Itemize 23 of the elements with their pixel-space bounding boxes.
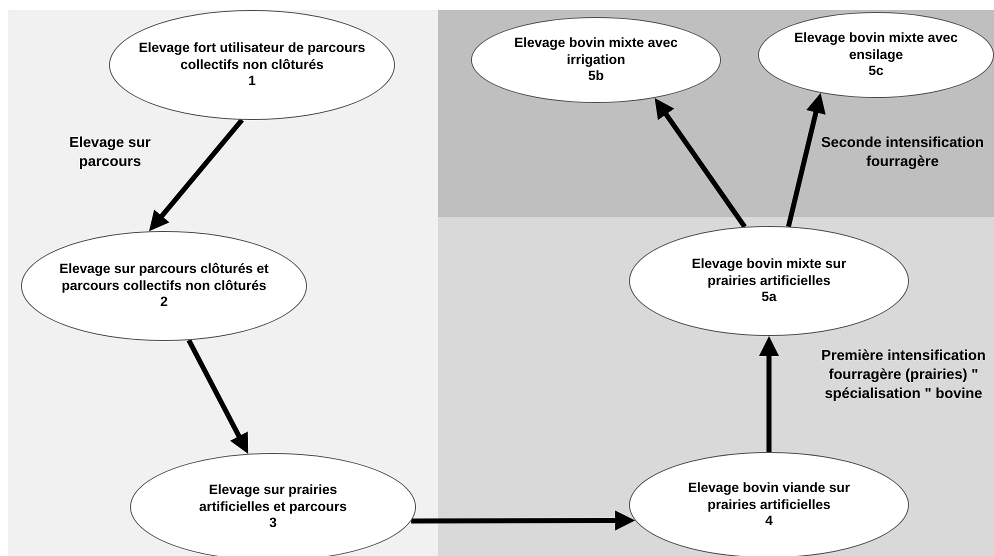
node-text: Elevage bovin mixte avec ensilage — [793, 30, 959, 64]
arrow — [786, 92, 826, 228]
node-text: Elevage bovin viande sur prairies artificielles — [686, 480, 852, 514]
arrow — [652, 96, 747, 228]
annotation-text: Première intensification fourragère (prairies) " spécialisation " bovine — [820, 347, 987, 404]
node-text: Elevage sur parcours clôturés et parcours collectifs non clôturés — [58, 261, 270, 294]
node-text: Elevage bovin mixte sur prairies artificielles — [690, 256, 848, 290]
arrow — [147, 118, 244, 233]
annotation-text: Elevage sur parcours — [68, 134, 152, 172]
node-number: 5c — [868, 63, 884, 80]
node-number: 5b — [588, 68, 604, 85]
arrow — [186, 339, 250, 455]
node-number: 4 — [765, 513, 773, 530]
node-number: 2 — [160, 294, 168, 311]
arrow — [759, 336, 779, 452]
node-number: 1 — [248, 73, 256, 90]
node-text: Elevage sur prairies artificielles et parcours — [198, 482, 348, 516]
arrow — [411, 510, 636, 531]
annotation-text: Seconde intensification fourragère — [820, 134, 985, 172]
node-number: 3 — [269, 515, 277, 532]
node-number: 5a — [761, 289, 777, 306]
node-text: Elevage bovin mixte avec irrigation — [513, 35, 679, 68]
node-text: Elevage fort utilisateur de parcours collectifs non clôturés — [138, 40, 366, 74]
